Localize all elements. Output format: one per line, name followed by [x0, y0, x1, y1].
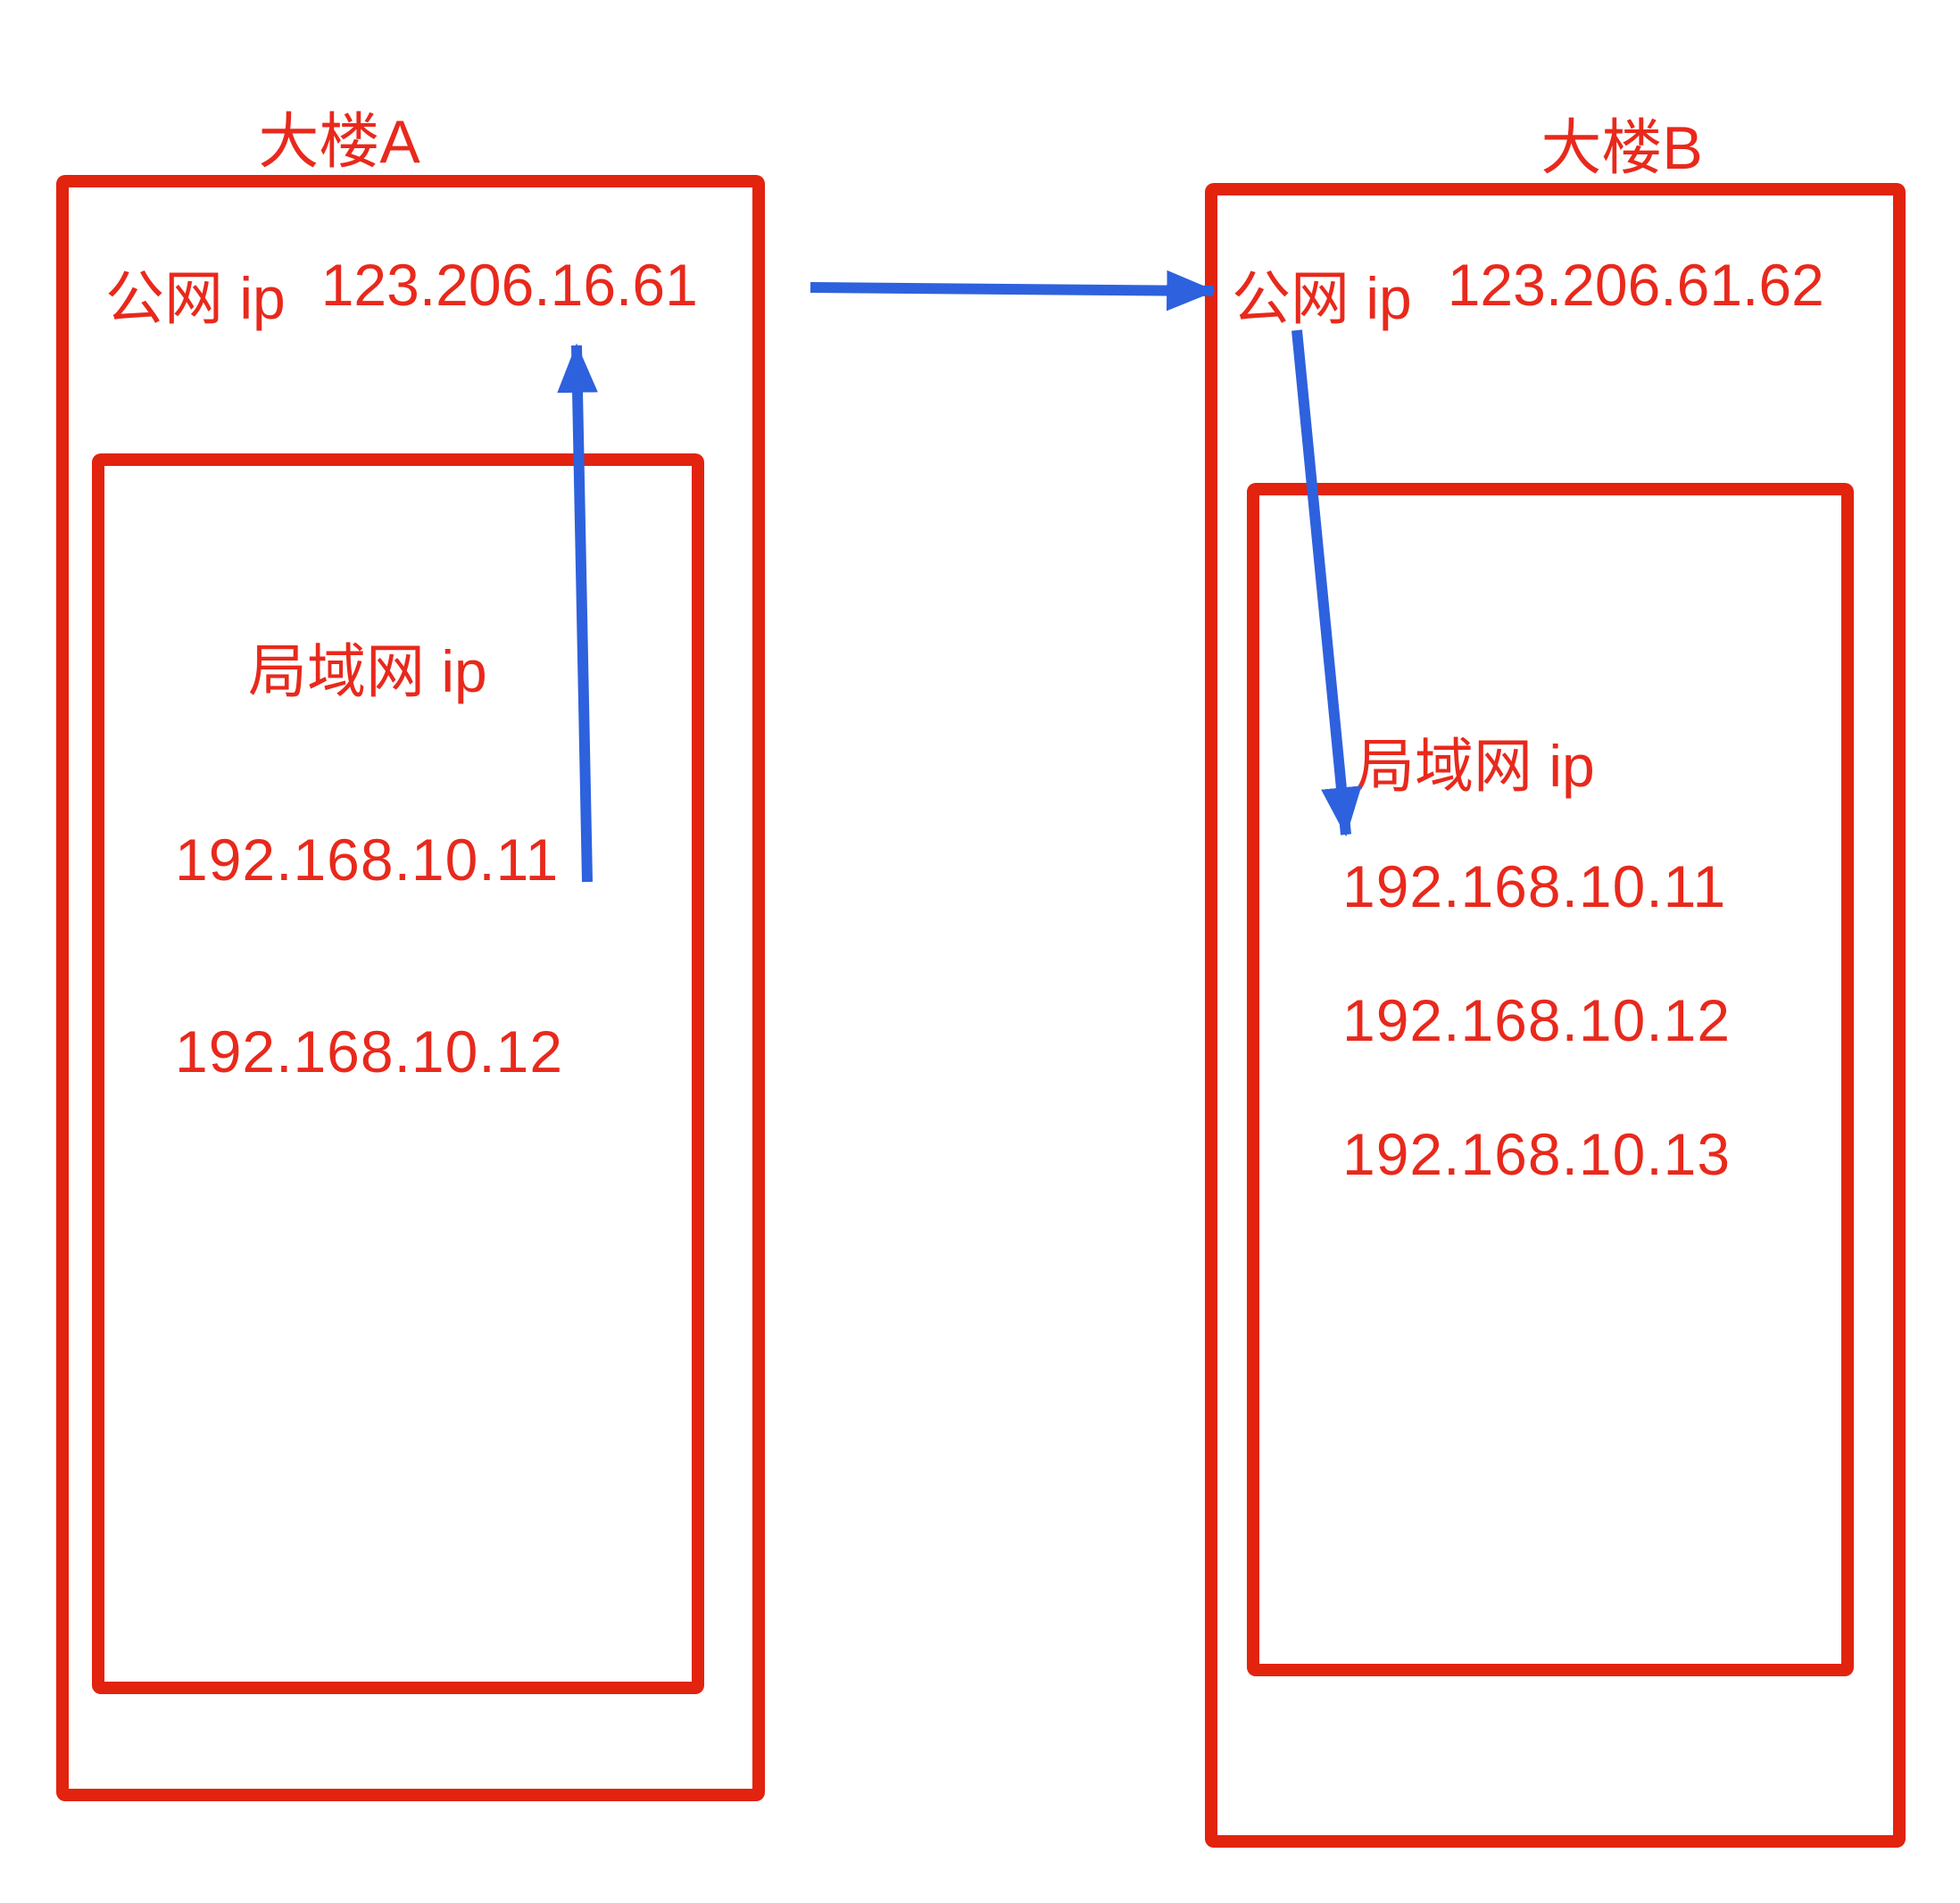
building-b-title: 大楼B — [1541, 114, 1703, 182]
building-b-lan-box — [1247, 483, 1854, 1676]
building-a-box — [56, 175, 765, 1801]
building-a-lan-ip-2: 192.168.10.12 — [175, 1018, 564, 1084]
arrow-a-public-to-b-public — [810, 270, 1217, 312]
building-b-lan-label: 局域网 ip — [1356, 733, 1595, 799]
building-b-public-ip-row: 公网 ip 123.206.61.62 — [1232, 251, 1824, 337]
building-a-title: 大楼A — [258, 108, 420, 176]
building-a-lan-label: 局域网 ip — [248, 638, 487, 704]
building-b-public-ip-label: 公网 ip — [1232, 265, 1412, 331]
building-a-public-ip-row: 公网 ip 123.206.16.61 — [105, 251, 698, 337]
building-b-box — [1205, 183, 1906, 1848]
building-a-lan-ip-1: 192.168.10.11 — [175, 827, 560, 893]
building-b-lan-ip-2: 192.168.10.12 — [1342, 987, 1732, 1053]
building-b-public-ip-value: 123.206.61.62 — [1447, 252, 1824, 318]
building-a-lan-box — [92, 453, 704, 1694]
building-a-public-ip-value: 123.206.16.61 — [320, 252, 698, 318]
building-b-lan-ip-1: 192.168.10.11 — [1342, 853, 1727, 919]
building-a-public-ip-label: 公网 ip — [105, 265, 286, 331]
building-b-lan-ip-3: 192.168.10.13 — [1342, 1121, 1732, 1187]
